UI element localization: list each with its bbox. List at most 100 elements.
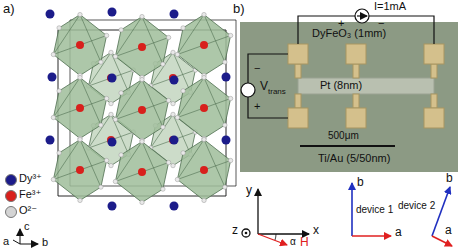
crystal-part bbox=[200, 166, 208, 174]
crystal-part bbox=[171, 112, 175, 116]
legend-text: Fe³⁺ bbox=[19, 188, 41, 200]
crystal-part bbox=[46, 10, 55, 19]
crystal-part bbox=[115, 38, 168, 57]
crystal-part bbox=[89, 132, 134, 148]
crystal-part bbox=[138, 106, 146, 114]
crystal-part bbox=[170, 10, 179, 19]
substrate-label: DyFeO₃ (1mm) bbox=[312, 27, 386, 39]
crystal-part bbox=[53, 161, 106, 180]
crystal-part bbox=[177, 140, 204, 180]
polarity-sign: − bbox=[254, 62, 260, 74]
crystal-part bbox=[140, 77, 144, 81]
crystal-part bbox=[200, 41, 208, 49]
crystal-part bbox=[181, 89, 185, 93]
device-micrograph bbox=[240, 22, 458, 172]
crystal-part bbox=[115, 17, 168, 78]
crystal-part bbox=[138, 168, 146, 176]
crystal-part bbox=[104, 158, 108, 162]
crystal-part bbox=[228, 158, 232, 162]
crystal-part bbox=[170, 136, 179, 145]
crystal-part bbox=[175, 52, 179, 56]
crystal-part bbox=[119, 153, 123, 157]
crystal-part bbox=[57, 26, 61, 30]
crystal-part bbox=[78, 198, 82, 202]
axis-label: a bbox=[445, 224, 452, 237]
crystal-part bbox=[223, 185, 227, 189]
legend-text: Dy³⁺ bbox=[19, 172, 42, 184]
crystal-part bbox=[113, 117, 117, 121]
crystal-part bbox=[177, 78, 230, 139]
angle-label: α bbox=[290, 236, 296, 247]
crystal-part bbox=[166, 160, 170, 164]
legend-swatch bbox=[5, 174, 17, 186]
crystal-part bbox=[108, 8, 117, 17]
crystal-part bbox=[177, 161, 230, 180]
crystal-part bbox=[223, 123, 227, 127]
voltage-subscript: trans bbox=[268, 88, 286, 97]
device-label: device 1 bbox=[356, 204, 393, 215]
crystal-part bbox=[200, 104, 208, 112]
crystal-part bbox=[108, 138, 117, 147]
axis-label: a bbox=[395, 226, 402, 239]
crystal-part bbox=[171, 101, 175, 105]
crystal-part bbox=[99, 123, 103, 127]
crystal-part bbox=[51, 52, 55, 56]
crystal-part bbox=[51, 115, 55, 119]
crystal-part bbox=[115, 163, 168, 182]
axis-label: b bbox=[42, 236, 48, 248]
axis-label: a bbox=[3, 235, 9, 247]
crystal-part bbox=[115, 80, 168, 141]
crystal-part bbox=[104, 96, 108, 100]
crystal-part bbox=[166, 98, 170, 102]
crystal-part bbox=[171, 50, 175, 54]
crystal-part bbox=[76, 166, 84, 174]
crystal-part bbox=[202, 198, 206, 202]
crystal-part bbox=[140, 14, 144, 18]
legend-swatch bbox=[5, 206, 17, 218]
crystal-part bbox=[76, 41, 84, 49]
legend-swatch bbox=[5, 190, 17, 202]
crystal-part bbox=[78, 12, 82, 16]
crystal-part bbox=[51, 177, 55, 181]
field-label: H bbox=[300, 236, 309, 249]
crystal-part bbox=[171, 163, 175, 167]
crystal-part bbox=[140, 200, 144, 204]
crystal-part bbox=[53, 78, 106, 139]
crystal-part bbox=[113, 179, 117, 183]
panel-letter: a) bbox=[3, 2, 15, 16]
crystal-part bbox=[138, 43, 146, 51]
crystal-part bbox=[57, 89, 61, 93]
crystal-part bbox=[89, 70, 134, 86]
crystal-part bbox=[202, 12, 206, 16]
current-label: I=1mA bbox=[374, 0, 406, 12]
crystal-part bbox=[46, 136, 55, 145]
crystal-part bbox=[99, 60, 103, 64]
crystal-part bbox=[177, 15, 230, 76]
crystal-part bbox=[223, 60, 227, 64]
crystal-part bbox=[222, 136, 231, 145]
crystal-part bbox=[177, 99, 230, 118]
axis-label: b bbox=[357, 176, 364, 189]
crystal-part bbox=[177, 78, 204, 118]
crystal-part bbox=[78, 75, 82, 79]
device-axes bbox=[352, 183, 452, 246]
crystal-part bbox=[108, 74, 117, 83]
crystal-part bbox=[53, 36, 106, 55]
crystal-part bbox=[115, 142, 168, 203]
crystal-part bbox=[99, 185, 103, 189]
crystal-part bbox=[222, 73, 231, 82]
crystal-part bbox=[175, 177, 179, 181]
crystal-part bbox=[53, 140, 106, 201]
crystal-part bbox=[113, 54, 117, 58]
crystal-part bbox=[166, 35, 170, 39]
axis-label: x bbox=[313, 224, 319, 237]
crystal-part bbox=[115, 17, 142, 57]
crystal-part bbox=[161, 62, 165, 66]
crystal-part bbox=[109, 112, 113, 116]
crystal-part bbox=[109, 101, 113, 105]
crystal-part bbox=[76, 104, 84, 112]
crystal-part bbox=[119, 91, 123, 95]
crystal-part bbox=[104, 33, 108, 37]
axis-label: b bbox=[446, 172, 453, 185]
crystal-part bbox=[57, 151, 61, 155]
